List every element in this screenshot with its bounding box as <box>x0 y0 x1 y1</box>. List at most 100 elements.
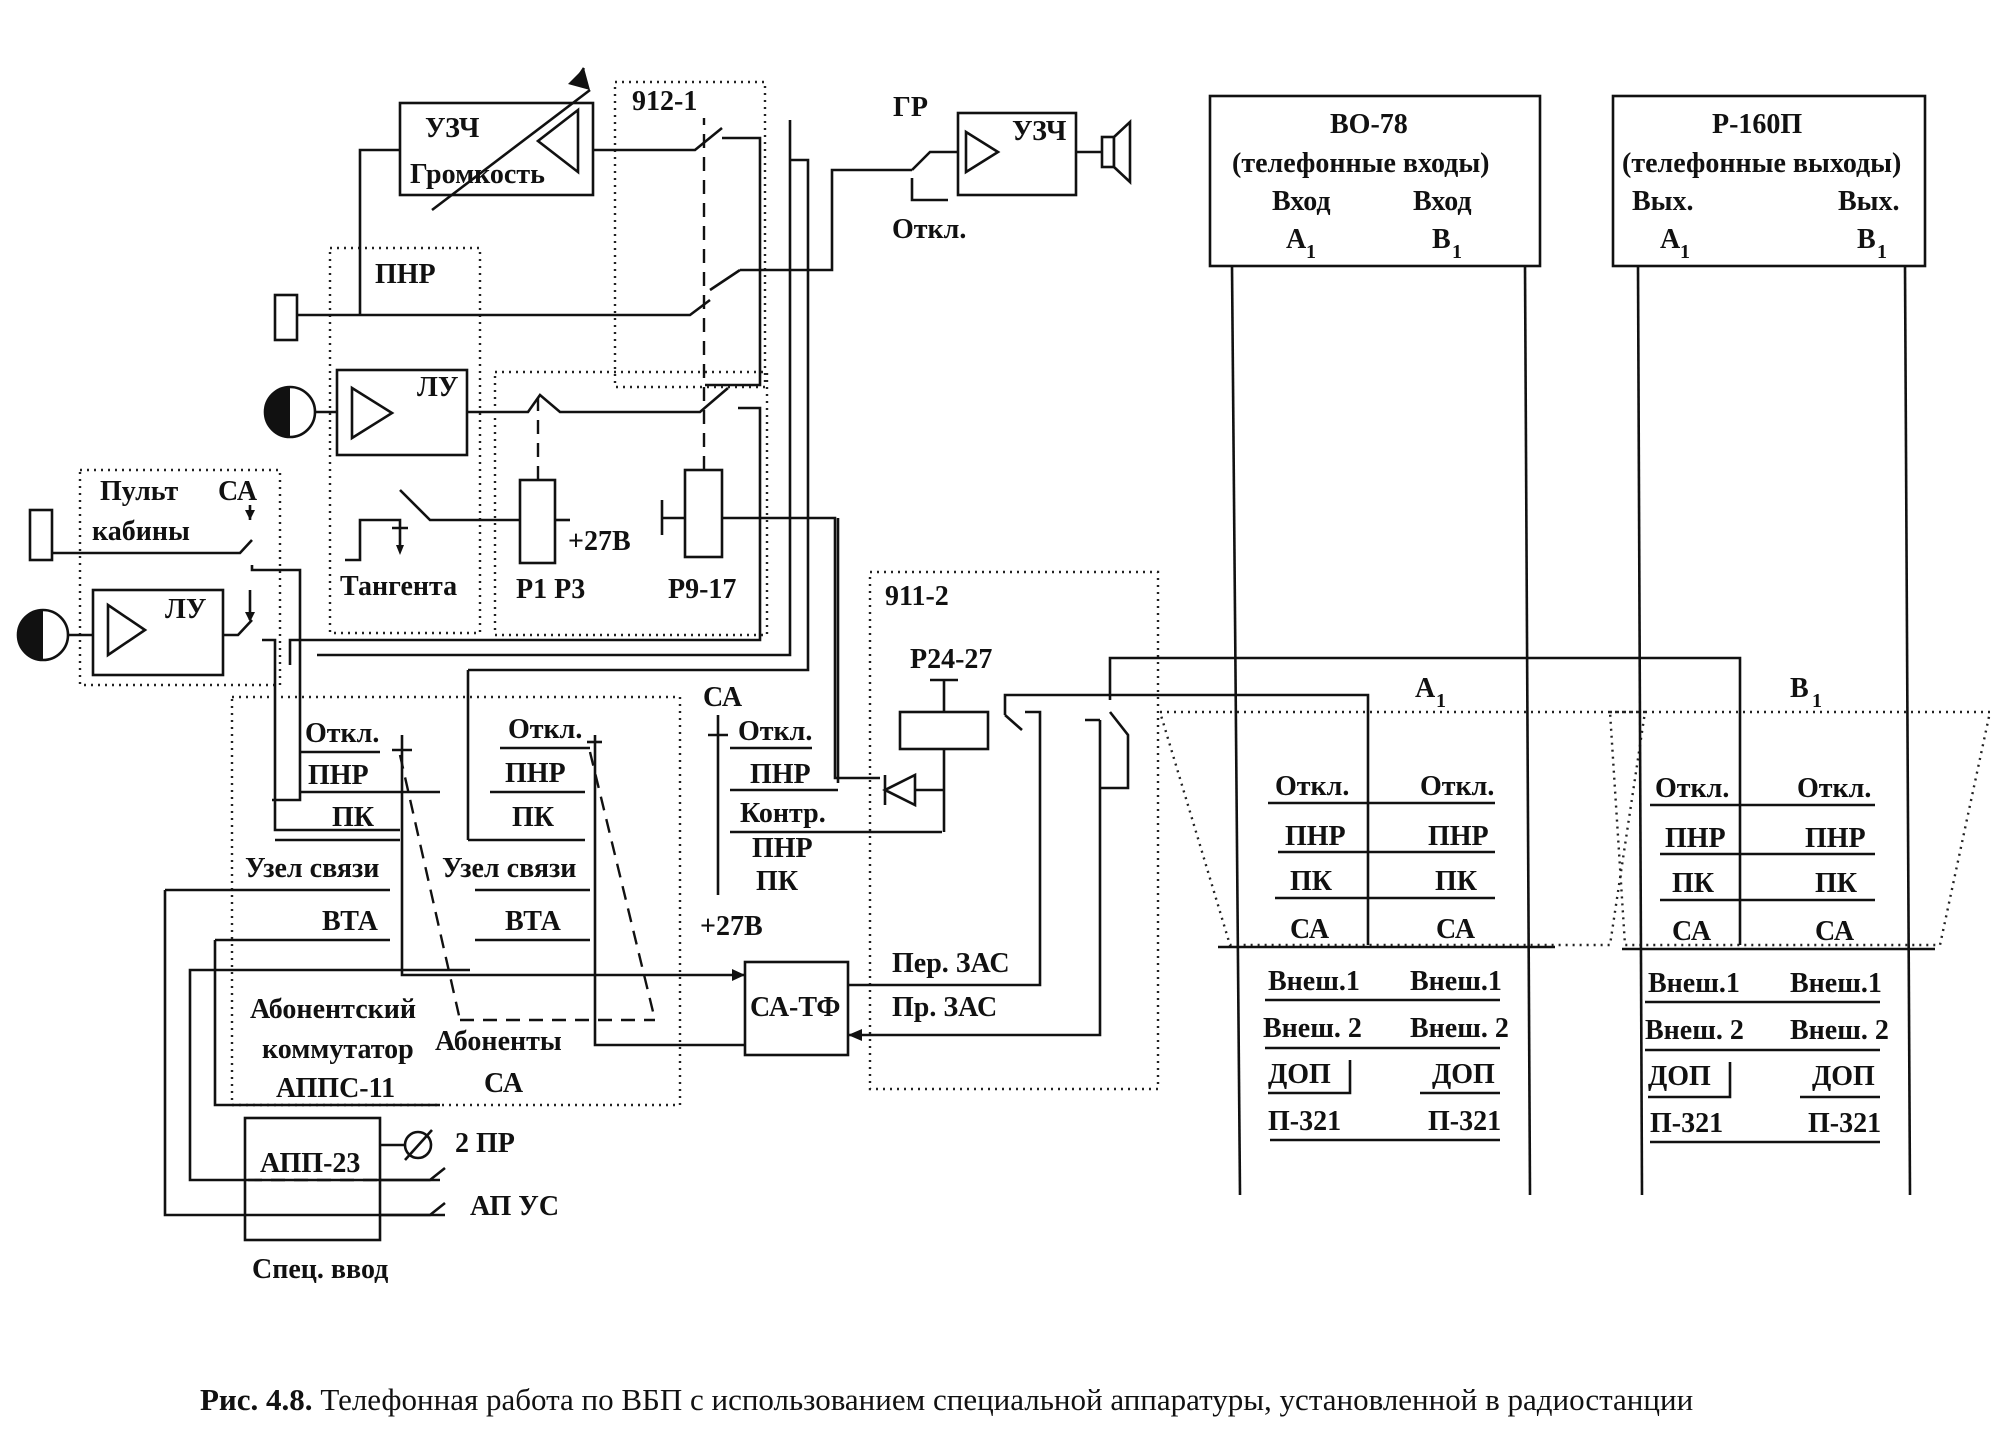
sa-panel: Откл. ПНР Контр. ПНР ПК +27В <box>700 716 942 942</box>
vo78-b: В <box>1432 224 1451 255</box>
figure-caption: Рис. 4.8. Телефонная работа по ВБП с исп… <box>200 1382 1960 1418</box>
diode-icon <box>882 772 917 808</box>
amp-volume-name: УЗЧ <box>425 113 480 144</box>
out-apus-label: АП УС <box>470 1191 559 1222</box>
caption-text: Телефонная работа по ВБП с использование… <box>320 1382 1694 1417</box>
r160-sub: (телефонные выходы) <box>1622 148 1901 179</box>
pb-ca-r: СА <box>1815 916 1855 947</box>
label-911-2: 911-2 <box>885 581 949 612</box>
r160-a-idx: 1 <box>1680 241 1690 263</box>
caption-label: Рис. 4.8. <box>200 1382 313 1417</box>
pa-off-r: Откл. <box>1420 771 1494 802</box>
sa-off: Откл. <box>738 716 812 747</box>
node1-pnr: ПНР <box>308 760 369 791</box>
gr-amp-box <box>956 111 1078 197</box>
region-relays <box>493 370 769 637</box>
relay-p2427-label: Р24-27 <box>910 644 992 675</box>
pa-pnr-l: ПНР <box>1285 821 1346 852</box>
pb-p321-r: П-321 <box>1808 1108 1881 1139</box>
relay-p1p3-coil <box>518 478 557 565</box>
region-node-appc <box>230 695 682 1107</box>
relay-p2427-coil <box>898 710 990 751</box>
pa-dop-l: ДОП <box>1268 1059 1331 1090</box>
amp-volume-triangle <box>535 107 580 175</box>
node2-pnr: ПНР <box>505 758 566 789</box>
gr-amp-triangle <box>964 129 1001 175</box>
speaker-icon <box>1100 135 1116 169</box>
switchboard-l1: Абонентский <box>250 994 416 1025</box>
mid-b-idx: 1 <box>1812 690 1822 712</box>
subscribers-l1: Абоненты <box>435 1026 562 1057</box>
switchboard-l3: АППС-11 <box>276 1073 395 1104</box>
vo78-in-b: Вход <box>1413 186 1472 217</box>
r160-b: В <box>1857 224 1876 255</box>
pa-pk-l: ПК <box>1290 866 1333 897</box>
sa-pnr2: ПНР <box>752 833 813 864</box>
tangenta-switch <box>345 518 408 562</box>
zas-rx: Пр. ЗАС <box>892 992 997 1023</box>
pb-pk-r: ПК <box>1815 868 1858 899</box>
sa-pk: ПК <box>756 866 799 897</box>
ca-tf-box <box>743 960 850 1057</box>
pb-off-l: Откл. <box>1655 773 1729 804</box>
node2-off: Откл. <box>508 714 582 745</box>
pa-pk-r: ПК <box>1435 866 1478 897</box>
pb-dop-r: ДОП <box>1812 1061 1875 1092</box>
node2-vta: ВТА <box>505 906 562 937</box>
panel-b: Откл. Откл. ПНР ПНР ПК ПК СА СА Внеш.1 В… <box>1622 773 1935 1144</box>
pa-ca-l: СА <box>1290 914 1330 945</box>
r160-out-b: Вых. <box>1838 186 1900 217</box>
vo78-box <box>1208 94 1542 268</box>
gr-off-label: Откл. <box>892 214 966 245</box>
node2: Откл. ПНР ПК Узел связи ВТА <box>442 714 590 942</box>
pb-off-r: Откл. <box>1797 773 1871 804</box>
region-panel-a <box>1158 710 1647 947</box>
pb-p321-l: П-321 <box>1650 1108 1723 1139</box>
pb-ca-l: СА <box>1672 916 1712 947</box>
pa-ca-r: СА <box>1436 914 1476 945</box>
ca-tf-label: СА-ТФ <box>750 992 840 1023</box>
out-2pr-label: 2 ПР <box>455 1128 515 1159</box>
sa-27v: +27В <box>700 911 763 942</box>
pa-pnr-r: ПНР <box>1428 821 1489 852</box>
amp-volume-box <box>398 101 595 197</box>
node2-uzel: Узел связи <box>442 853 576 884</box>
node1-off: Откл. <box>305 718 379 749</box>
mid-a: А <box>1415 673 1436 704</box>
pa-p321-l: П-321 <box>1268 1106 1341 1137</box>
mid-a-idx: 1 <box>1436 690 1446 712</box>
r160-name: Р-160П <box>1712 109 1802 140</box>
handset-top-icon <box>273 293 299 342</box>
pb-pnr-l: ПНР <box>1665 823 1726 854</box>
panel-a: Откл. Откл. ПНР ПНР ПК ПК СА СА Внеш.1 В… <box>1218 771 1555 1142</box>
relay-p1p3-label: Р1 Р3 <box>516 574 585 605</box>
lu-cabin-name: ЛУ <box>165 594 206 625</box>
handset-cabin-icon <box>28 508 54 562</box>
pb-ext1-r: Внеш.1 <box>1790 968 1882 999</box>
sa-pnr: ПНР <box>750 759 811 790</box>
label-912-1: 912-1 <box>632 86 697 117</box>
switchboard-l2: коммутатор <box>262 1034 414 1065</box>
cabin-line1: Пульт <box>100 476 179 507</box>
relay-p1p3-voltage: +27В <box>568 526 631 557</box>
vo78-a: А <box>1286 224 1307 255</box>
mid-b: В <box>1790 673 1809 704</box>
relay-p917-label: Р9-17 <box>668 574 736 605</box>
r160-box <box>1611 94 1927 268</box>
r160-a: А <box>1660 224 1681 255</box>
cabin-ca: СА <box>218 476 258 507</box>
node1: Откл. ПНР ПК Узел связи ВТА <box>165 718 440 942</box>
spec-input-label: Спец. ввод <box>252 1254 388 1285</box>
lu-cabin-triangle <box>106 602 148 658</box>
gr-label: ГР <box>893 92 928 123</box>
tangenta-label: Тангента <box>340 571 457 602</box>
lu-top-name: ЛУ <box>417 372 458 403</box>
pb-dop-l: ДОП <box>1648 1061 1711 1092</box>
pa-off-l: Откл. <box>1275 771 1349 802</box>
pa-ext1-l: Внеш.1 <box>1268 966 1360 997</box>
app23-label: АПП-23 <box>260 1148 360 1179</box>
cabin-line2: кабины <box>92 516 190 547</box>
pb-ext1-l: Внеш.1 <box>1648 968 1740 999</box>
r160-out-a: Вых. <box>1632 186 1694 217</box>
vo78-in-a: Вход <box>1272 186 1331 217</box>
